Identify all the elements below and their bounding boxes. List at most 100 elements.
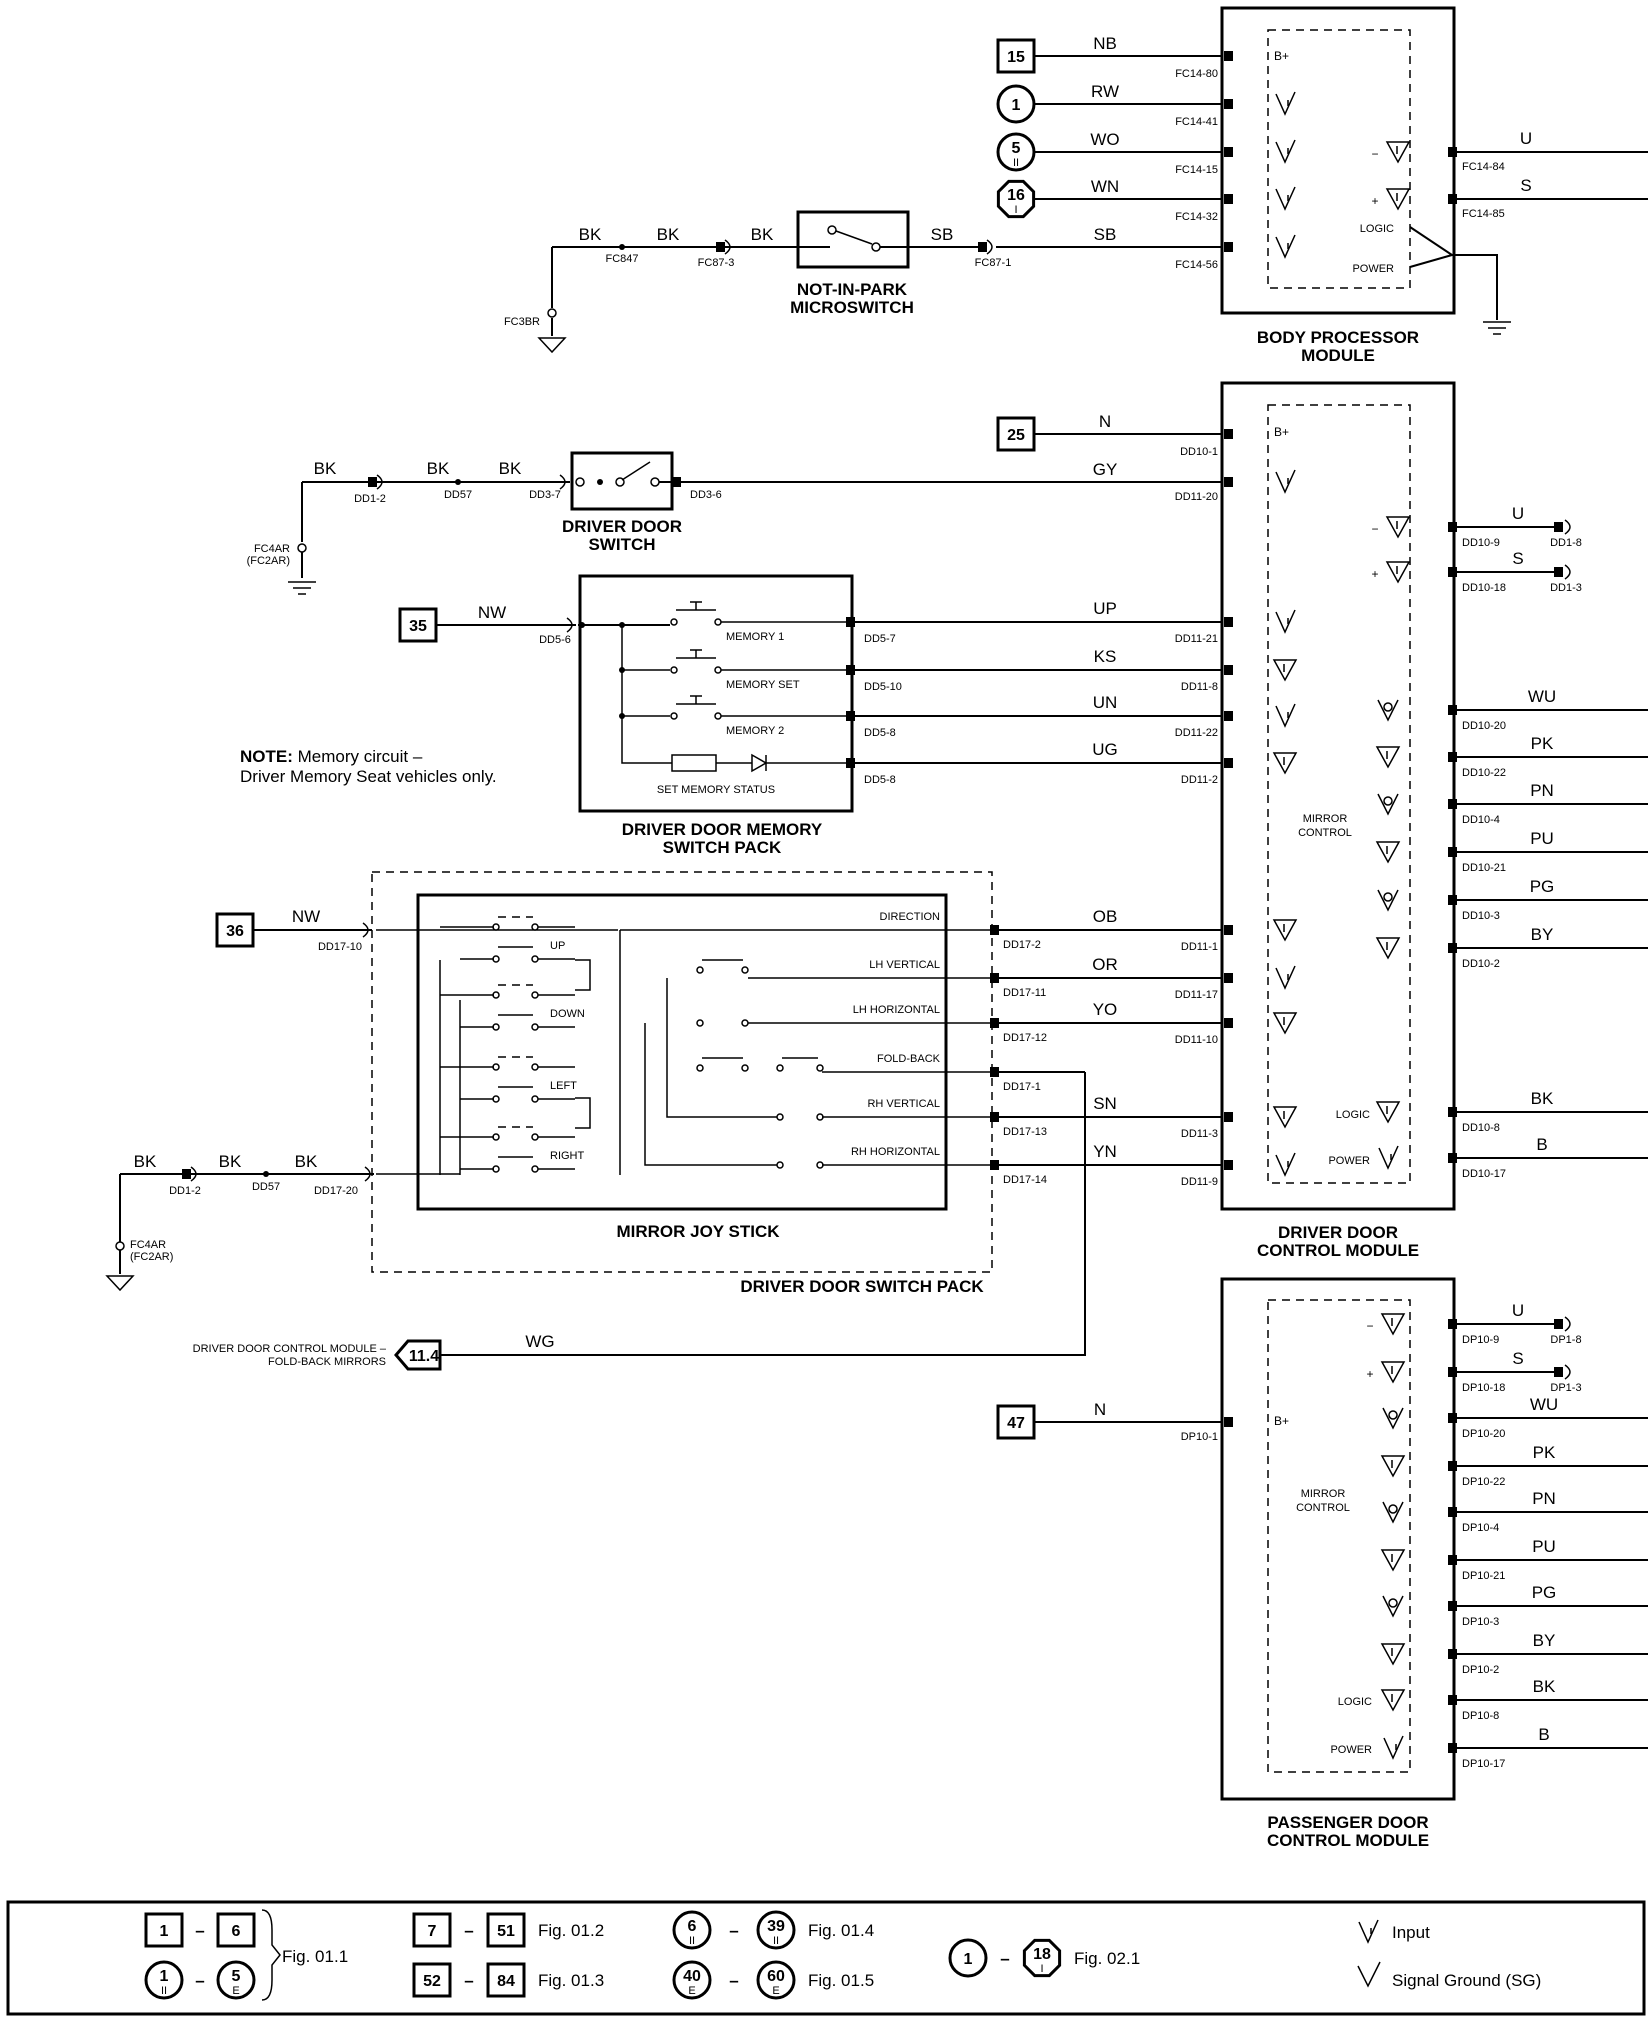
- memory-switch-label: MEMORY 1: [726, 631, 784, 643]
- signal-icon: [1272, 1012, 1298, 1035]
- pin-label: DD17-1: [1003, 1081, 1041, 1093]
- ground-terminal: [115, 1241, 125, 1251]
- legend-sg-icon: [1357, 1961, 1381, 1988]
- feed-15-number: 15: [1007, 49, 1025, 66]
- pdcm-pin: [1448, 1743, 1457, 1753]
- signal-icon: [1380, 1643, 1406, 1666]
- pin-label: DD17-10: [318, 941, 362, 953]
- pin-label: DD1-3: [1550, 582, 1582, 594]
- signal-icon: [1380, 1313, 1406, 1336]
- pin-label: DD11-17: [1175, 989, 1218, 1001]
- pin-label: DD10-17: [1462, 1168, 1506, 1180]
- bpm-bplus: B+: [1274, 49, 1289, 63]
- memory-switch-label: MEMORY SET: [726, 679, 800, 691]
- wire-segment: [575, 1097, 591, 1129]
- connector-pin: [990, 1067, 999, 1077]
- ddcm-pin: [1224, 617, 1233, 627]
- ground-icon: [537, 337, 567, 354]
- pdcm-pin: [1448, 1695, 1457, 1705]
- switch-contact: [696, 966, 704, 974]
- pin-label: DD10-8: [1462, 1122, 1500, 1134]
- wire-segment: [644, 1023, 780, 1166]
- switch-contact: [575, 477, 585, 487]
- signal-icon: [1272, 1106, 1298, 1129]
- output-icon: [1388, 1410, 1398, 1420]
- wire-label: B: [1538, 1725, 1549, 1744]
- connector-socket: [376, 474, 383, 490]
- wire-label: PU: [1530, 829, 1554, 848]
- switch-contact: [531, 991, 539, 999]
- connector-pin: [846, 758, 855, 768]
- output-icon: [1383, 702, 1393, 712]
- wire-label: NW: [292, 907, 320, 926]
- connector-pin: [716, 242, 725, 252]
- joystick-output-label: DIRECTION: [880, 911, 941, 923]
- bpm-pin: [1224, 242, 1233, 252]
- wire-segment: [666, 978, 780, 1118]
- offpage-arrow: [394, 1339, 442, 1371]
- input-icon: [1275, 234, 1296, 259]
- legend-40-60-to-sub: E: [772, 1985, 779, 1997]
- wire-label: RW: [1091, 82, 1119, 101]
- pin-label: DD11-3: [1181, 1128, 1218, 1140]
- wire-label: BK: [427, 459, 450, 478]
- signal-icon: [1375, 841, 1401, 864]
- pin-label: FC14-41: [1175, 116, 1218, 128]
- pin-label: DD10-3: [1462, 910, 1500, 922]
- switch-contact: [776, 1161, 784, 1169]
- legend-7-51-dash: –: [464, 1921, 473, 1940]
- pdcm-pin: [1448, 1367, 1457, 1377]
- wire-label: NW: [478, 603, 506, 622]
- signal-icon: [1380, 1549, 1406, 1572]
- door-switch-pack-label: DRIVER DOOR SWITCH PACK: [740, 1277, 984, 1296]
- signal-icon: [1380, 1689, 1406, 1712]
- switch-contact: [776, 1113, 784, 1121]
- legend-1-6-from-number: 1: [160, 1923, 169, 1940]
- pin-label: DP1-3: [1550, 1382, 1581, 1394]
- connector-pin: [846, 665, 855, 675]
- pdcm-pin: [1448, 1319, 1457, 1329]
- switch-arm: [835, 230, 873, 245]
- memory-note-line2: Driver Memory Seat vehicles only.: [240, 767, 497, 786]
- pdcm-power-label: POWER: [1330, 1744, 1372, 1756]
- legend-7-51-from-box: [412, 1912, 452, 1948]
- wire-label: OR: [1092, 955, 1118, 974]
- switch-arm: [621, 461, 651, 481]
- wire-label: BY: [1531, 925, 1554, 944]
- legend-52-84-to-number: 84: [497, 1973, 515, 1990]
- ddcm-inner: [1267, 404, 1411, 1184]
- pdcm-logic-label: LOGIC: [1338, 1696, 1372, 1708]
- pin-label: DD17-14: [1003, 1174, 1047, 1186]
- switch-contact: [531, 1095, 539, 1103]
- wire-label: B: [1536, 1135, 1547, 1154]
- connector-pin: [1554, 522, 1563, 532]
- input-icon: [1275, 91, 1296, 116]
- junction-dot: [619, 622, 625, 628]
- switch-contact: [531, 955, 539, 963]
- ddcm-pin: [1448, 799, 1457, 809]
- pin-label: DP10-17: [1462, 1758, 1505, 1770]
- joystick-output-label: RH HORIZONTAL: [851, 1146, 940, 1158]
- pin-label: DD10-2: [1462, 958, 1500, 970]
- legend-input: Input: [1392, 1923, 1430, 1942]
- minus-sign: −: [1366, 1319, 1373, 1333]
- junction-dot: [619, 713, 625, 719]
- bpm-pin: [1224, 51, 1233, 61]
- ddcm-box: [1220, 381, 1456, 1211]
- wire-label: PG: [1530, 877, 1555, 896]
- wire-label: NB: [1093, 34, 1117, 53]
- pin-label: DD10-4: [1462, 814, 1500, 826]
- legend-52-84-dash: –: [464, 1971, 473, 1990]
- wire-label: BK: [314, 459, 337, 478]
- legend-1-5-from-sub: II: [161, 1985, 167, 1997]
- pin-label: FC87-3: [698, 257, 735, 269]
- switch-contact: [776, 1064, 784, 1072]
- joystick-output-label: FOLD-BACK: [877, 1053, 941, 1065]
- switch-contact: [871, 242, 881, 252]
- pin-label: DD57: [444, 489, 472, 501]
- legend-1-18-to-sub: I: [1040, 1963, 1043, 1975]
- connector-socket: [364, 1166, 371, 1182]
- wire-label: WU: [1528, 687, 1556, 706]
